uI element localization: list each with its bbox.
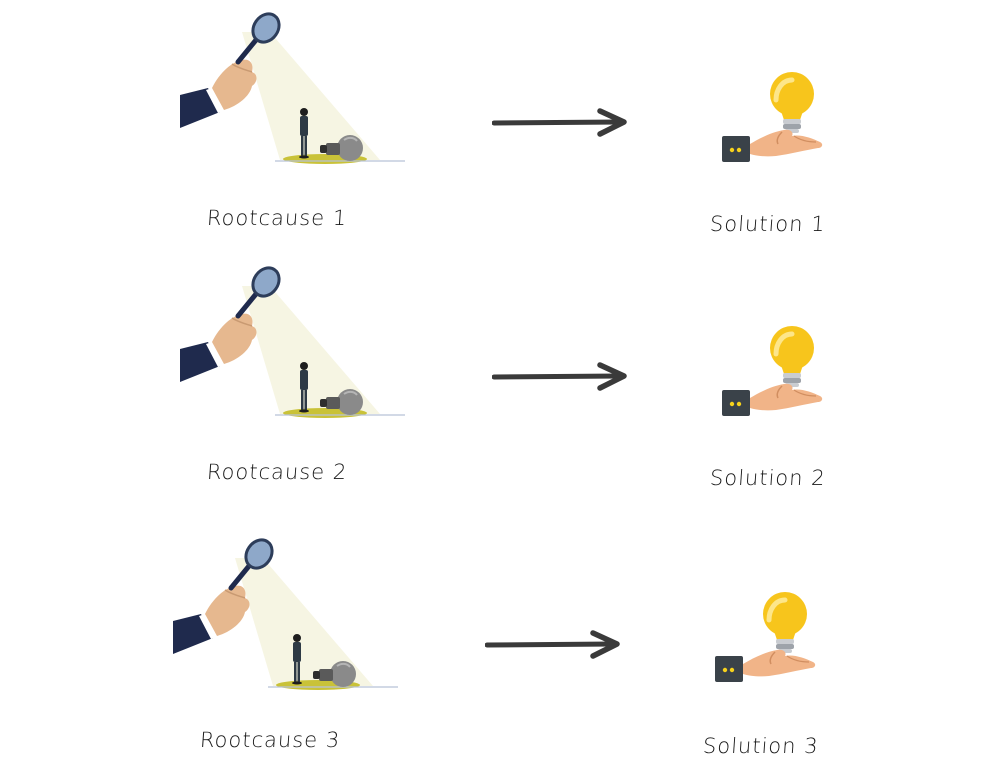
solution-label: Solution 3 <box>702 734 820 758</box>
right-arrow-icon <box>485 630 625 660</box>
magnifier-spotlight-dim-bulb-icon <box>180 10 420 170</box>
right-arrow-icon <box>492 108 632 138</box>
solution-label: Solution 2 <box>709 466 827 490</box>
row-1: Rootcause 1 Solution 1 <box>0 0 1000 250</box>
magnifier-spotlight-dim-bulb-icon <box>173 536 413 696</box>
rootcause-label: Rootcause 3 <box>199 728 342 752</box>
rootcause-label: Rootcause 1 <box>206 206 349 230</box>
row-2: Rootcause 2 Solution 2 <box>0 254 1000 504</box>
solution-label: Solution 1 <box>709 212 827 236</box>
hand-holding-lit-bulb-icon <box>720 316 840 436</box>
hand-holding-lit-bulb-icon <box>720 62 840 182</box>
right-arrow-icon <box>492 362 632 392</box>
hand-holding-lit-bulb-icon <box>713 582 833 702</box>
row-3: Rootcause 3 Solution 3 <box>0 522 1000 772</box>
rootcause-label: Rootcause 2 <box>206 460 349 484</box>
magnifier-spotlight-dim-bulb-icon <box>180 264 420 424</box>
